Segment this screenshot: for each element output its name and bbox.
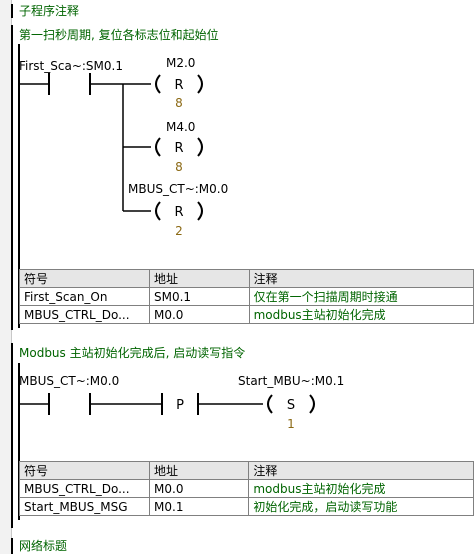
col-address: 地址 bbox=[149, 269, 250, 288]
reset-coil-1[interactable] bbox=[155, 74, 203, 94]
col-comment: 注释 bbox=[248, 461, 474, 480]
symbol-cell[interactable]: Start_MBUS_MSG bbox=[18, 497, 151, 516]
set-coil-op: S bbox=[287, 398, 295, 413]
reset-coil-2[interactable] bbox=[155, 137, 203, 157]
symbol-cell[interactable]: First_Scan_On bbox=[19, 287, 150, 306]
table-row[interactable]: MBUS_CTRL_Do... M0.0 modbus主站初始化完成 bbox=[19, 305, 474, 324]
network-3-marker bbox=[11, 538, 13, 554]
network-1[interactable]: 第一扫秒周期, 复位各标志位和起始位 bbox=[11, 25, 474, 330]
col-symbol: 符号 bbox=[19, 269, 150, 288]
network-1-comment[interactable]: 第一扫秒周期, 复位各标志位和起始位 bbox=[19, 28, 219, 42]
network-1-marker bbox=[11, 25, 13, 330]
set-coil-count[interactable]: 1 bbox=[287, 417, 295, 431]
address-cell[interactable]: M0.0 bbox=[149, 305, 250, 324]
coil-3-op: R bbox=[174, 205, 183, 220]
address-cell[interactable]: M0.0 bbox=[149, 479, 250, 498]
table-header: 符号 地址 注释 bbox=[19, 269, 474, 288]
coil-1-operand[interactable]: M2.0 bbox=[166, 56, 195, 70]
row-marker bbox=[11, 4, 13, 18]
symbol-table-1: 符号 地址 注释 First_Scan_On SM0.1 仅在第一个扫描周期时接… bbox=[19, 269, 474, 324]
table-row[interactable]: Start_MBUS_MSG M0.1 初始化完成，启动读写功能 bbox=[18, 497, 474, 516]
network-3-title[interactable]: 网络标题 bbox=[19, 539, 68, 553]
comment-cell[interactable]: modbus主站初始化完成 bbox=[248, 305, 474, 324]
coil-1-op: R bbox=[174, 78, 183, 93]
coil-3-count[interactable]: 2 bbox=[175, 224, 183, 238]
network-3[interactable]: 网络标题 bbox=[11, 536, 474, 554]
coil-3-operand[interactable]: MBUS_CT~:M0.0 bbox=[128, 182, 228, 196]
contact-1-operand[interactable]: First_Sca~:SM0.1 bbox=[19, 59, 123, 73]
comment-cell[interactable]: 仅在第一个扫描周期时接通 bbox=[248, 287, 474, 306]
contact-2-operand[interactable]: MBUS_CT~:M0.0 bbox=[19, 374, 119, 388]
coil-1-count[interactable]: 8 bbox=[175, 96, 183, 110]
network-2-marker bbox=[11, 343, 13, 528]
set-coil[interactable] bbox=[267, 394, 315, 414]
coil-2-op: R bbox=[174, 141, 183, 156]
comment-cell[interactable]: modbus主站初始化完成 bbox=[248, 479, 474, 498]
table-header: 符号 地址 注释 bbox=[18, 461, 474, 480]
subroutine-comment[interactable]: 子程序注释 bbox=[19, 4, 80, 18]
reset-coil-3[interactable] bbox=[155, 201, 203, 221]
coil-2-operand[interactable]: M4.0 bbox=[166, 120, 195, 134]
subroutine-comment-row: 子程序注释 bbox=[11, 0, 474, 24]
symbol-table-2: 符号 地址 注释 MBUS_CTRL_Do... M0.0 modbus主站初始… bbox=[18, 461, 474, 516]
no-contact-1[interactable] bbox=[48, 73, 91, 95]
address-cell[interactable]: M0.1 bbox=[149, 497, 250, 516]
address-cell[interactable]: SM0.1 bbox=[149, 287, 250, 306]
col-comment: 注释 bbox=[248, 269, 474, 288]
table-row[interactable]: MBUS_CTRL_Do... M0.0 modbus主站初始化完成 bbox=[18, 479, 474, 498]
comment-cell[interactable]: 初始化完成，启动读写功能 bbox=[248, 497, 474, 516]
network-2[interactable]: Modbus 主站初始化完成后, 启动读写指令 bbox=[11, 343, 474, 528]
symbol-cell[interactable]: MBUS_CTRL_Do... bbox=[18, 479, 151, 498]
table-row[interactable]: First_Scan_On SM0.1 仅在第一个扫描周期时接通 bbox=[19, 287, 474, 306]
col-symbol: 符号 bbox=[18, 461, 151, 480]
col-address: 地址 bbox=[149, 461, 250, 480]
coil-2-count[interactable]: 8 bbox=[175, 160, 183, 174]
network-2-comment[interactable]: Modbus 主站初始化完成后, 启动读写指令 bbox=[19, 346, 246, 360]
symbol-cell[interactable]: MBUS_CTRL_Do... bbox=[19, 305, 150, 324]
p-label: P bbox=[176, 398, 184, 413]
set-coil-operand[interactable]: Start_MBU~:M0.1 bbox=[238, 374, 344, 388]
